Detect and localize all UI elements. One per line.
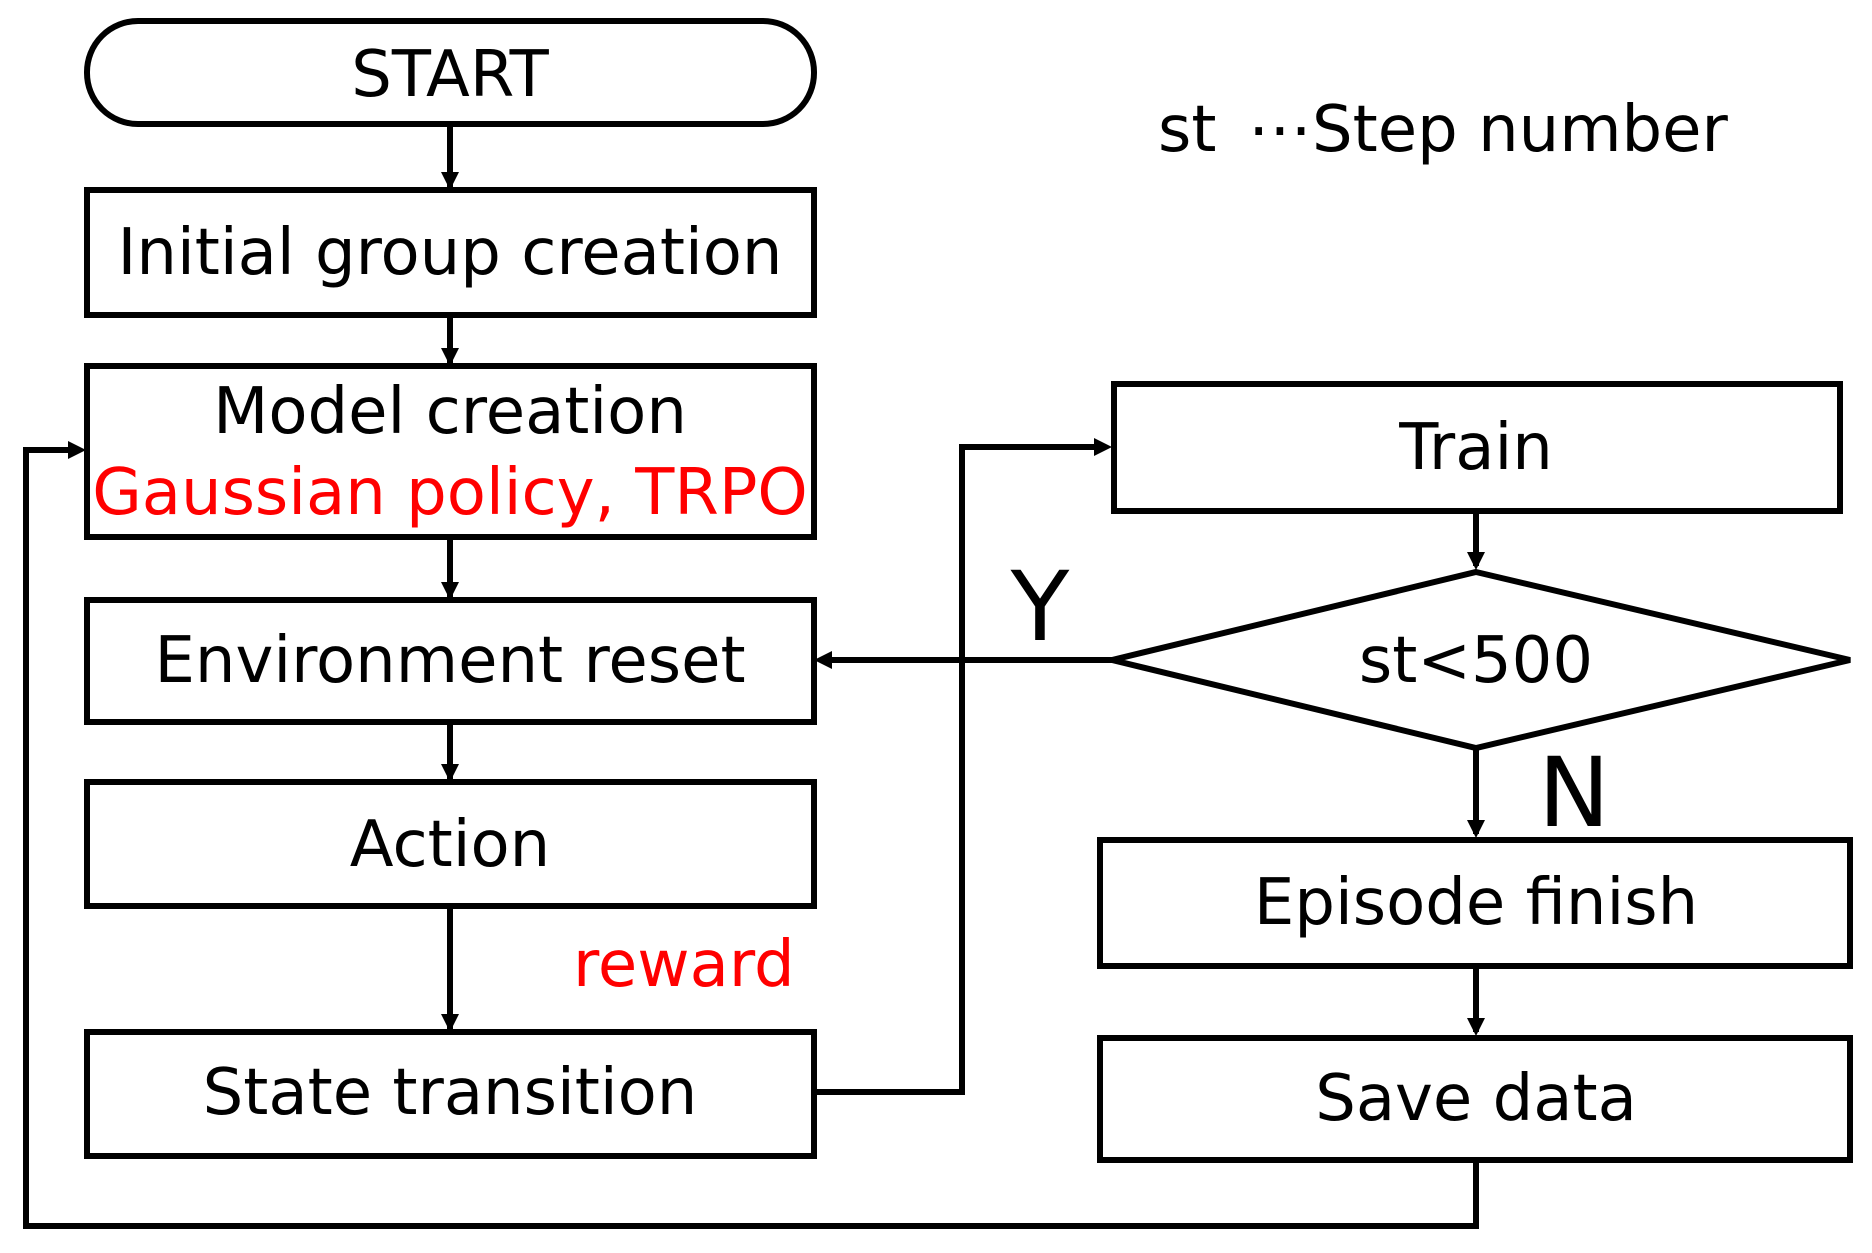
action-label: Action [350, 808, 550, 882]
decision-label: st<500 [1359, 624, 1593, 698]
yes-label: Y [1010, 551, 1070, 663]
node-initial-group: Initial group creation [84, 187, 817, 318]
arrowhead [814, 651, 832, 669]
arrowhead [1094, 438, 1112, 456]
arrowhead [441, 348, 459, 366]
initial-group-label: Initial group creation [118, 216, 783, 290]
node-environment-reset: Environment reset [84, 597, 817, 725]
legend: st ⋯Step number [1158, 93, 1729, 167]
node-model-creation: Model creation Gaussian policy, TRPO [84, 363, 817, 540]
legend-symbol: st [1158, 93, 1216, 167]
arrow-save-loop-to-model [23, 447, 1479, 1229]
node-action: Action [84, 779, 817, 909]
train-box [1111, 381, 1843, 514]
arrow-state-to-train [816, 444, 1096, 1095]
save-data-box [1097, 1035, 1853, 1163]
model-method-label: Gaussian policy, TRPO [92, 456, 808, 530]
initial-group-box [84, 187, 817, 318]
environment-reset-label: Environment reset [154, 624, 745, 698]
state-transition-box [84, 1029, 817, 1159]
state-transition-label: State transition [203, 1056, 698, 1130]
save-data-label: Save data [1315, 1062, 1637, 1136]
start-terminator [84, 18, 817, 127]
arrowhead [441, 764, 459, 782]
node-episode-finish: Episode finish [1097, 837, 1853, 969]
node-start: START [84, 18, 817, 127]
episode-finish-label: Episode finish [1254, 866, 1698, 940]
node-save-data: Save data [1097, 1035, 1853, 1163]
arrowhead [1467, 552, 1485, 570]
action-box [84, 779, 817, 909]
legend-description: ⋯Step number [1248, 93, 1729, 167]
no-label: N [1538, 737, 1610, 849]
start-label: START [351, 38, 549, 112]
arrowhead [1467, 1018, 1485, 1036]
arrowhead [441, 582, 459, 600]
environment-reset-box [84, 597, 817, 725]
episode-finish-box [1097, 837, 1853, 969]
model-creation-label: Model creation [213, 375, 687, 449]
node-decision: st<500 [1111, 568, 1851, 752]
arrowhead [441, 1014, 459, 1032]
connectors [23, 126, 1485, 1229]
arrowhead [68, 441, 86, 459]
model-creation-box [84, 363, 817, 540]
arrowhead [1467, 820, 1485, 838]
node-state-transition: State transition [84, 1029, 817, 1159]
decision-diamond [1111, 568, 1851, 752]
train-label: Train [1398, 411, 1553, 485]
arrowhead [441, 172, 459, 190]
node-train: Train [1111, 381, 1843, 514]
reward-label: reward [573, 928, 795, 1002]
